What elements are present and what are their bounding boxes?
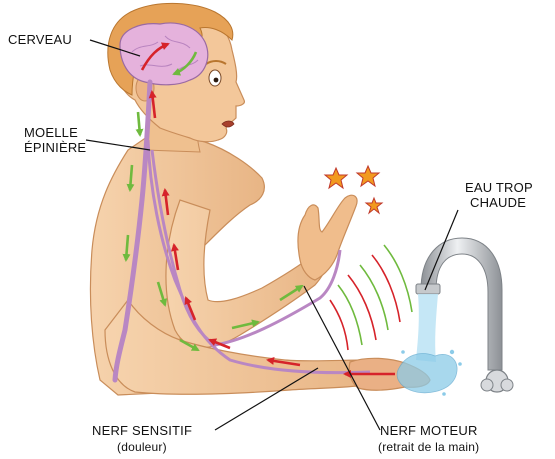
pain-star-2 <box>357 166 379 186</box>
motion-lines <box>330 245 412 350</box>
water-splash <box>397 354 457 393</box>
label-hot-water-line2: CHAUDE <box>470 195 526 210</box>
water-stream <box>416 294 438 362</box>
pain-star-3 <box>366 198 382 213</box>
label-hot-water-line1: EAU TROP <box>465 180 533 195</box>
motor-arrow-1 <box>138 112 140 135</box>
water <box>397 294 462 396</box>
label-spinal-cord-line2: ÉPINIÈRE <box>24 140 86 155</box>
pupil <box>214 78 219 83</box>
faucet-nozzle <box>416 284 440 294</box>
label-spinal-cord-line1: MOELLE <box>24 125 78 140</box>
label-motor-nerve: NERF MOTEUR <box>380 423 478 438</box>
label-sensory-nerve: NERF SENSITIF <box>92 423 192 438</box>
label-brain: CERVEAU <box>8 32 72 47</box>
label-motor-nerve-note: (retrait de la main) <box>378 440 479 455</box>
pain-star-1 <box>325 168 347 188</box>
raised-hand <box>298 195 357 280</box>
label-sensory-nerve-note: (douleur) <box>117 440 167 455</box>
